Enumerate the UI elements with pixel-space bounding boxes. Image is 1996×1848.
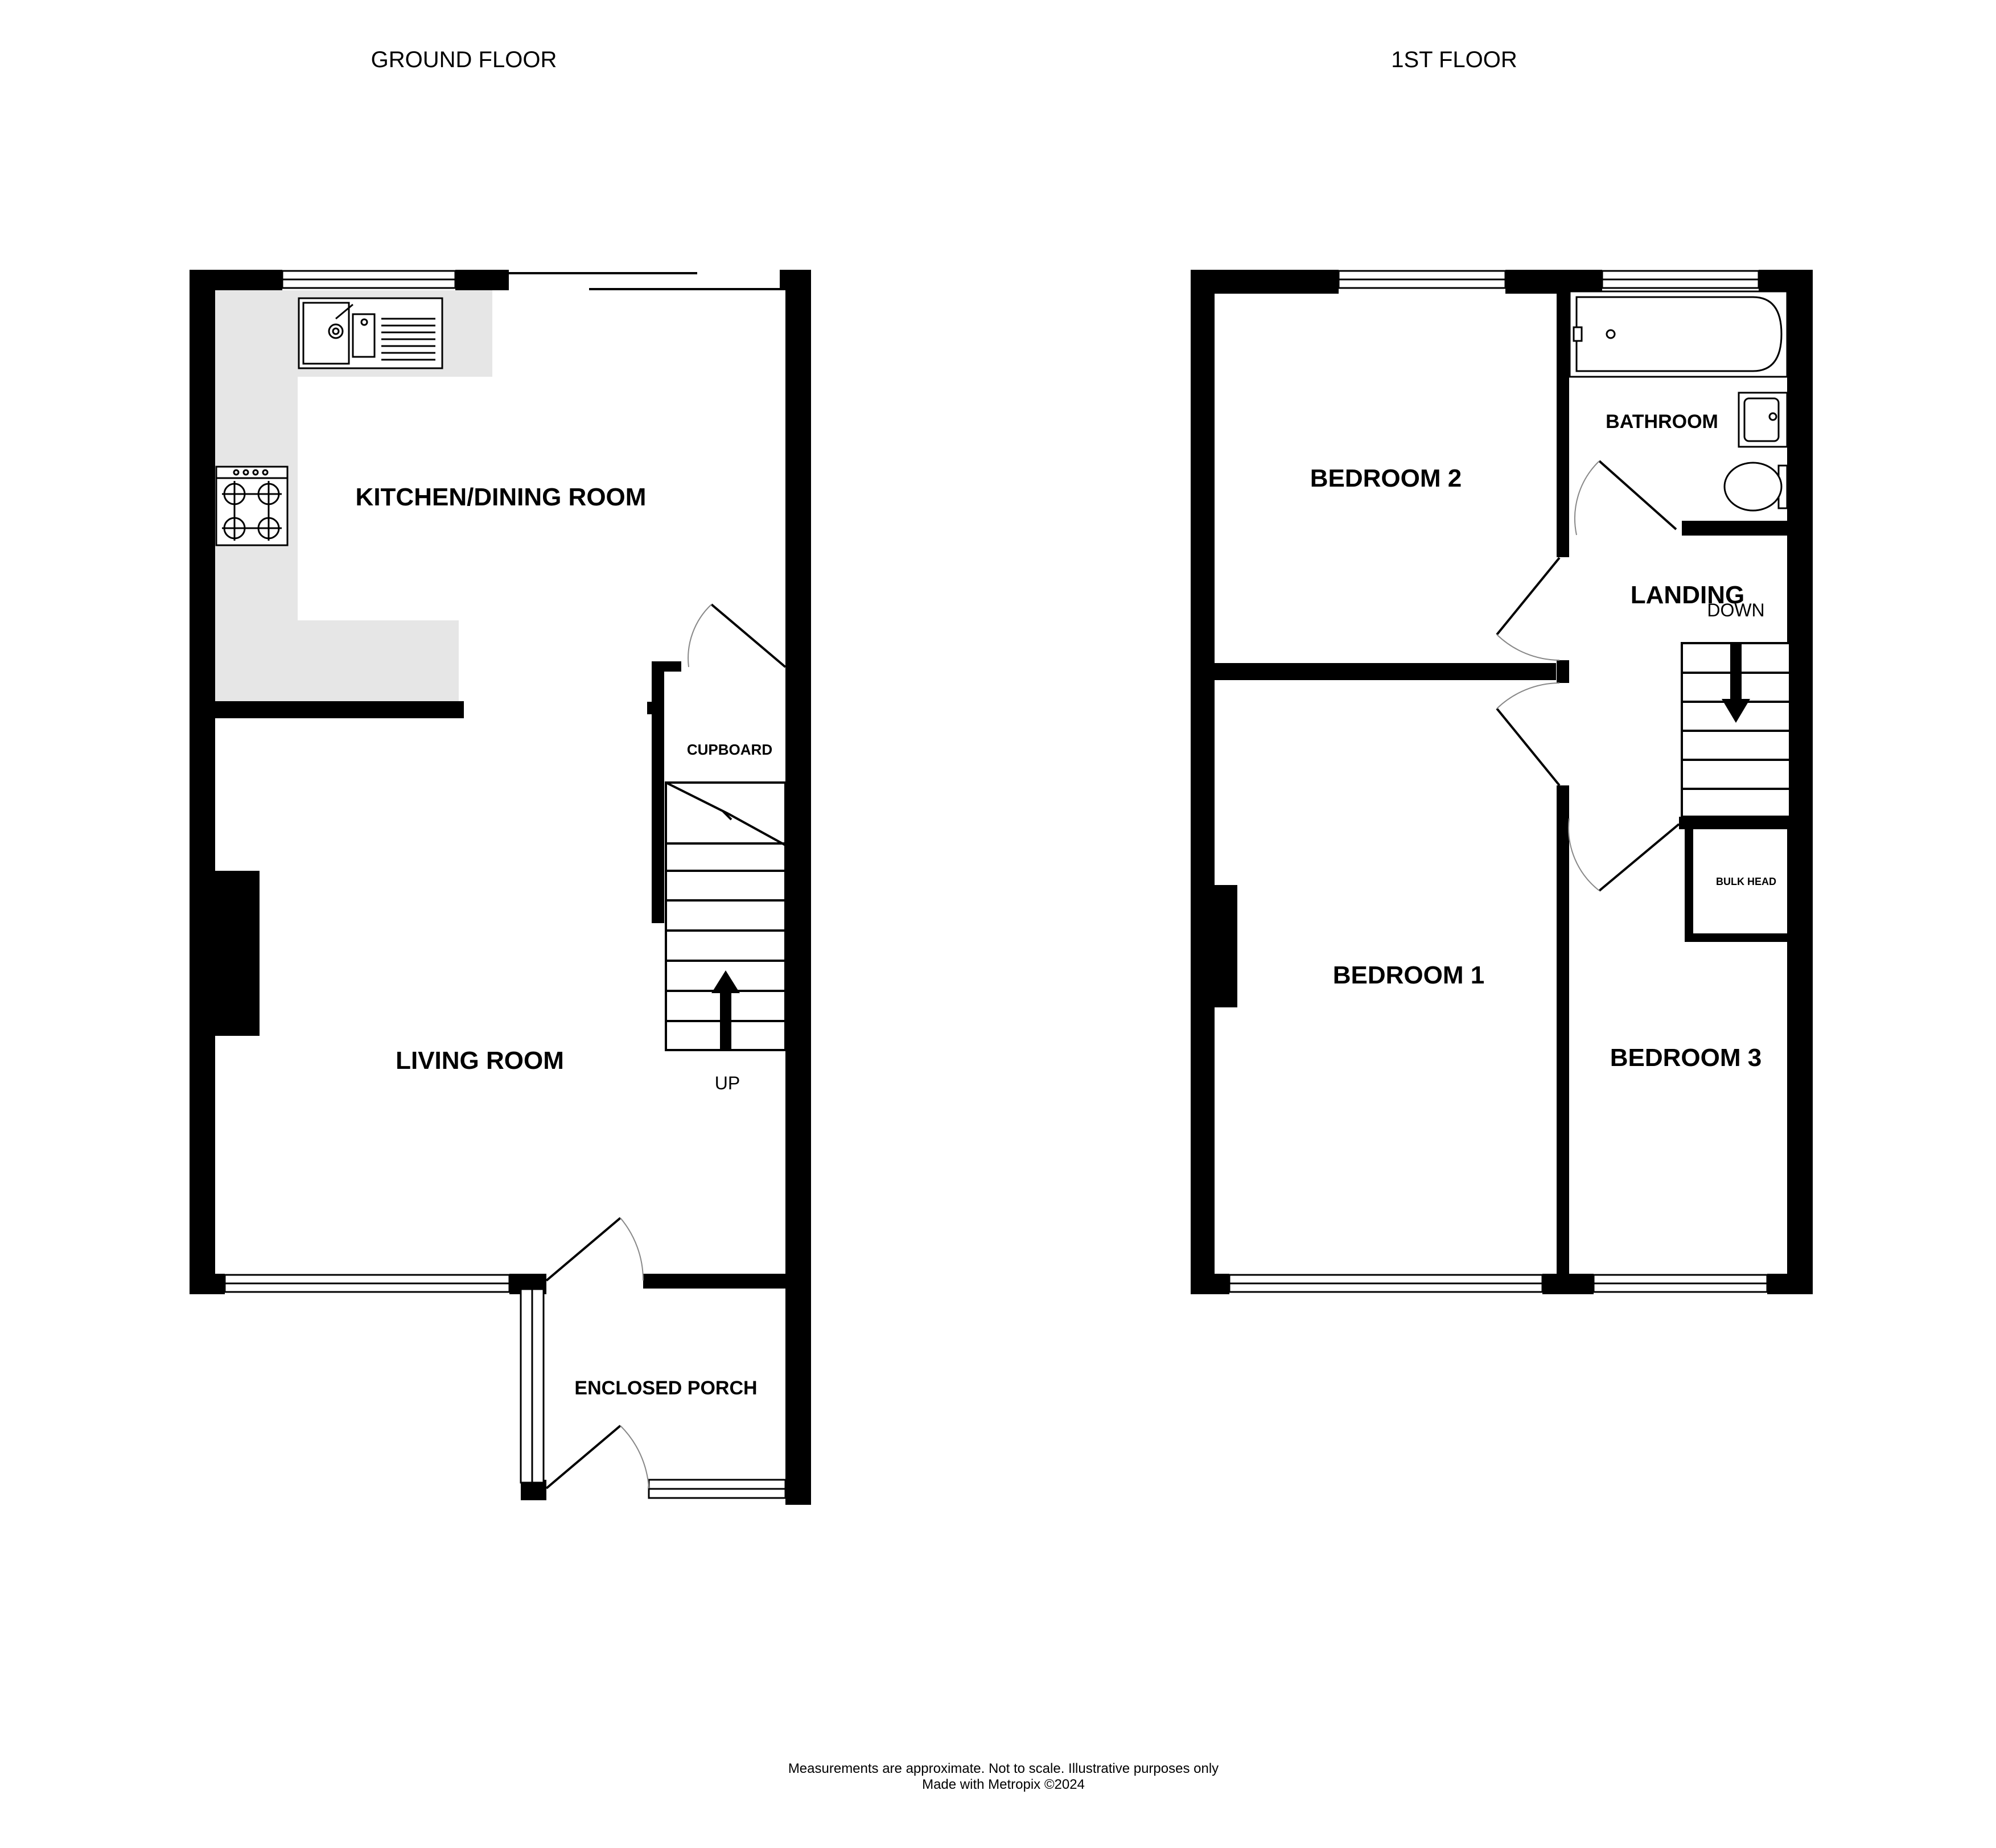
- hob-icon: [215, 466, 289, 546]
- first-floor-title: 1ST FLOOR: [1391, 47, 1517, 72]
- room-label-bulkhead: BULK HEAD: [1716, 876, 1776, 887]
- ground-floor-title: GROUND FLOOR: [371, 47, 557, 72]
- stairs-down-label: DOWN: [1707, 600, 1764, 620]
- sink-icon: [298, 297, 443, 369]
- ground-floor-windows: [224, 270, 787, 1499]
- first-floor-walls: [1191, 270, 1813, 1294]
- toilet-icon: [1723, 462, 1788, 512]
- room-label-landing: LANDING: [1631, 581, 1744, 609]
- room-label-cupboard: CUPBOARD: [687, 741, 772, 758]
- room-label-porch: ENCLOSED PORCH: [574, 1377, 757, 1399]
- ground-floor-walls: [190, 270, 811, 1505]
- sliding-door: [509, 272, 783, 290]
- first-floor-doors: [1496, 460, 1680, 892]
- room-label-bedroom3: BEDROOM 3: [1610, 1044, 1762, 1072]
- up-arrow-icon: [711, 970, 740, 1050]
- footer-credit: Made with Metropix ©2024: [922, 1777, 1085, 1792]
- room-label-bathroom: BATHROOM: [1606, 411, 1718, 433]
- ground-floor-doors: [545, 603, 787, 1489]
- room-label-bedroom2: BEDROOM 2: [1310, 464, 1462, 492]
- stairs-up-label: UP: [715, 1073, 740, 1093]
- room-label-living: LIVING ROOM: [396, 1047, 564, 1075]
- first-floor-windows: [1228, 270, 1768, 1293]
- basin-icon: [1738, 392, 1788, 448]
- room-label-bedroom1: BEDROOM 1: [1333, 961, 1484, 989]
- room-label-kitchen: KITCHEN/DINING ROOM: [356, 483, 647, 511]
- footer-disclaimer: Measurements are approximate. Not to sca…: [788, 1761, 1219, 1776]
- ground-floor: GROUND FLOOR: [190, 47, 811, 1505]
- down-arrow-icon: [1722, 643, 1750, 723]
- first-floor: 1ST FLOOR: [1191, 47, 1813, 1294]
- bath-icon: [1569, 290, 1788, 378]
